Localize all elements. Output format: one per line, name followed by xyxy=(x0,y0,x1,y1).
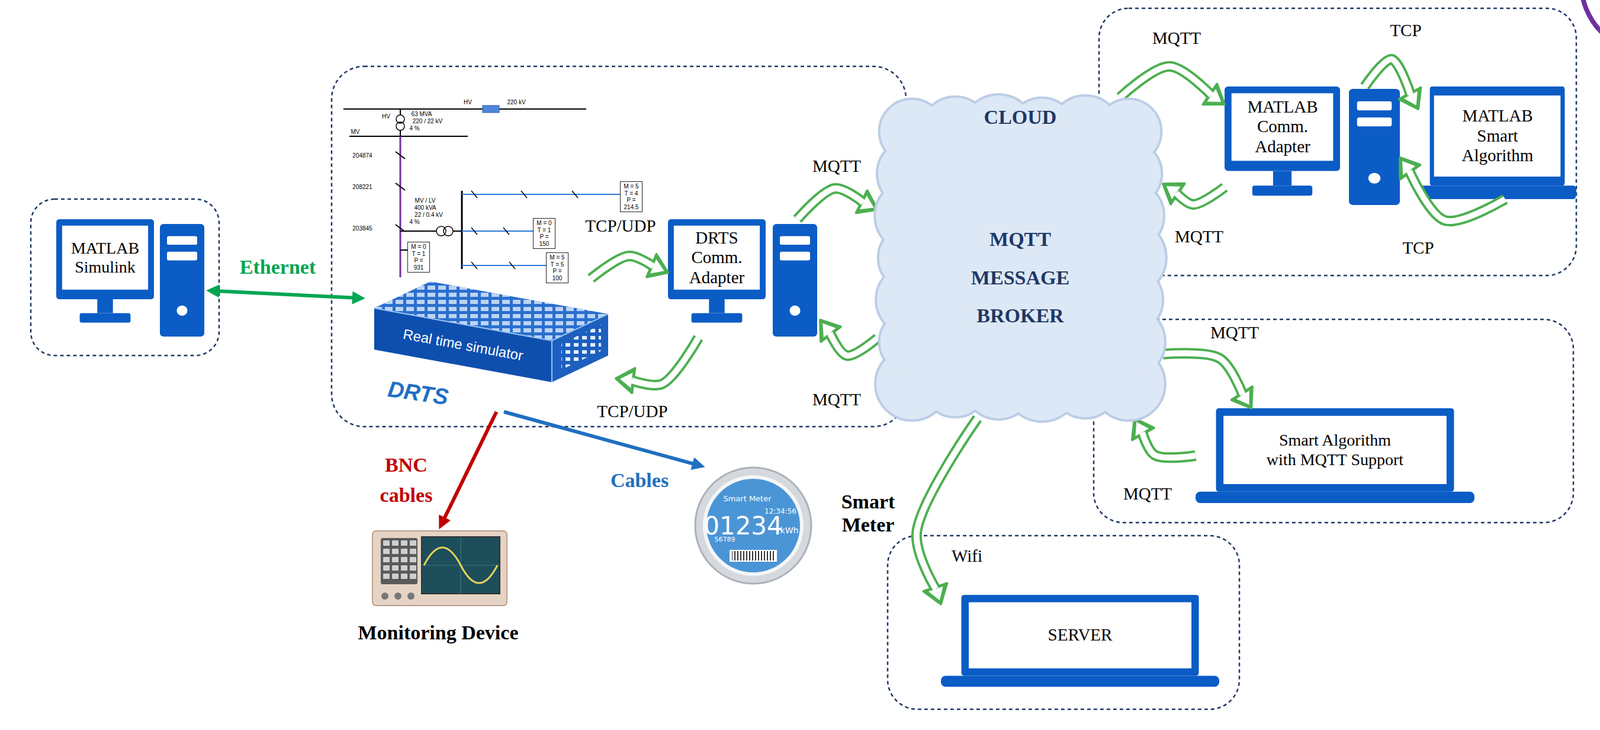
diagram-label: MV / LV xyxy=(414,197,437,204)
flow-arrow xyxy=(916,418,978,604)
simulator-device xyxy=(374,281,609,382)
edge-label: Ethernet xyxy=(238,251,318,282)
cloud-shape xyxy=(877,97,1163,419)
node-text: MATLAB Comm. Adapter xyxy=(1231,92,1334,161)
node-text: MATLAB Smart Algorithm xyxy=(1447,95,1548,177)
node-text: CLOUD xyxy=(984,105,1057,129)
computer-node: DRTS Comm. Adapter xyxy=(667,219,821,338)
diagram-label: HV xyxy=(381,113,391,120)
diagram-label: 204874 xyxy=(351,152,373,159)
data-box: M = 5 T = 4 P = 214.5 xyxy=(619,181,643,212)
node-text: 56789 xyxy=(714,535,736,544)
node-text: Smart Meter xyxy=(723,494,771,504)
flow-arrow xyxy=(820,319,878,356)
diagram-label: HV xyxy=(463,98,473,106)
oscilloscope-icon xyxy=(372,530,507,606)
flow-arrow xyxy=(615,337,699,393)
edge-label: TCP xyxy=(1400,235,1436,262)
flow-arrow xyxy=(1132,418,1196,458)
single-line-diagram xyxy=(343,105,620,278)
node-text: MQTT MESSAGE BROKER xyxy=(952,220,1089,336)
node-text: M = 0 T = 1 P = 931 xyxy=(409,243,428,271)
node-text: MATLAB Simulink xyxy=(62,225,149,290)
cable-line xyxy=(218,290,353,298)
broker-node: CLOUD MQTT MESSAGE BROKER xyxy=(877,97,1163,419)
node-text: Monitoring Device xyxy=(358,620,519,644)
edge-label: MQTT xyxy=(1121,480,1174,507)
node-text: Smart Meter xyxy=(829,489,907,536)
flow-arrow xyxy=(590,254,668,279)
diagram-label: 220 kV xyxy=(506,98,526,106)
flow-arrow xyxy=(1364,59,1422,109)
edge-label: MQTT xyxy=(810,153,863,180)
scope-node: Monitoring Device xyxy=(331,530,545,644)
diagram-label: MV xyxy=(350,128,361,136)
data-box: M = 5 T = 5 P = 100 xyxy=(545,252,569,284)
corner-arc xyxy=(1581,0,1600,54)
computer-node: MATLAB Simulink xyxy=(56,219,205,338)
flow-arrow xyxy=(1162,183,1225,205)
diagram-label: 400 kVA xyxy=(413,204,437,211)
edge-label: MQTT xyxy=(1173,223,1226,250)
data-box: M = 0 T = 1 P = 931 xyxy=(407,241,430,273)
node-text: Real time simulator xyxy=(401,325,525,364)
edge-label: MQTT xyxy=(810,386,863,413)
laptop-node: SERVER xyxy=(940,594,1220,687)
diagram-label: 4 % xyxy=(408,218,420,226)
diagram-label: 22 / 0.4 kV xyxy=(413,211,444,218)
diagram-label: 220 / 22 kV xyxy=(412,117,444,125)
flow-arrow xyxy=(1399,157,1506,221)
node-text: kWh xyxy=(780,525,799,535)
computer-node: MATLAB Comm. Adapter xyxy=(1224,86,1400,205)
node-text: SERVER xyxy=(968,601,1192,668)
meter-node: Smart Meter12:34:5601234kWh56789Smart Me… xyxy=(695,467,812,584)
flow-arrow xyxy=(797,188,878,220)
node-text: DRTS Comm. Adapter xyxy=(673,225,760,290)
edge-label: Wifi xyxy=(949,543,985,570)
node-text: M = 5 T = 5 P = 100 xyxy=(548,254,567,282)
diagram-label: 203845 xyxy=(351,225,373,232)
diagram-label: 4 % xyxy=(408,124,420,132)
node-text: Smart Algorithm with MQTT Support xyxy=(1262,415,1408,484)
flow-arrow xyxy=(1162,352,1253,408)
edge-label: MQTT xyxy=(1208,319,1261,346)
edge-label: Cables xyxy=(608,464,671,496)
diagram-label: 208221 xyxy=(351,183,373,191)
edge-label: TCP/UDP xyxy=(583,213,658,240)
node-text: M = 0 T = 1 P = 150 xyxy=(535,219,554,247)
edge-label: TCP xyxy=(1388,17,1423,44)
meter-icon xyxy=(695,467,812,584)
group-frame xyxy=(30,8,1577,709)
edge-label: MQTT xyxy=(1150,25,1203,52)
simulator-node: Real time simulatorDRTS xyxy=(367,278,616,412)
cable-line xyxy=(444,411,497,518)
computer-icon xyxy=(56,86,1400,337)
node-text: DRTS xyxy=(386,376,451,411)
laptop-node: MATLAB Smart Algorithm xyxy=(1418,86,1577,199)
edge-label: TCP/UDP xyxy=(595,398,670,425)
laptop-node: Smart Algorithm with MQTT Support xyxy=(1195,407,1475,503)
diagram-label: 63 MVA xyxy=(410,110,433,118)
data-box: M = 0 T = 1 P = 150 xyxy=(532,217,556,249)
edge-label: BNC cables xyxy=(368,449,444,510)
node-text: M = 5 T = 4 P = 214.5 xyxy=(622,182,641,211)
